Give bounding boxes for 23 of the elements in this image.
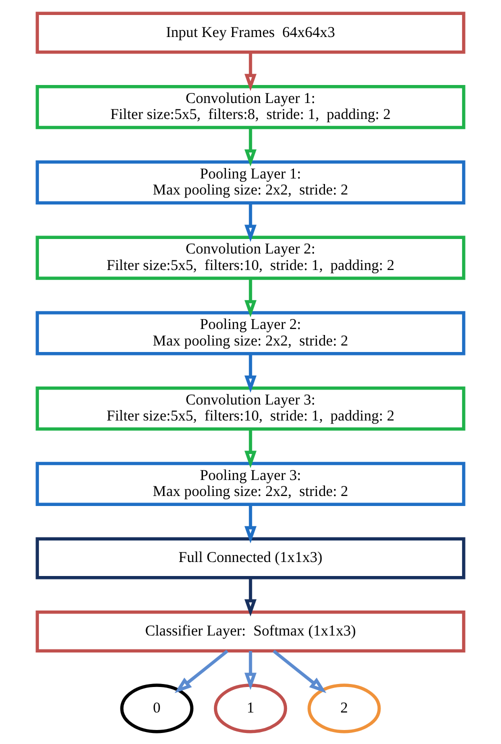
node-ellipse: 1 xyxy=(214,683,288,733)
arrow xyxy=(244,504,257,543)
node-box: Pooling Layer 1: Max pooling size: 2x2, stride: 2 xyxy=(36,160,466,204)
arrow xyxy=(244,52,257,91)
node-ellipse: 2 xyxy=(308,683,381,733)
node-ellipse: 0 xyxy=(120,683,194,733)
node-box: Convolution Layer 2: Filter size:5x5, filters:10, stride: 1, padding: 2 xyxy=(36,235,466,280)
arrow xyxy=(244,650,257,690)
arrow xyxy=(244,428,257,468)
node-box: Input Key Frames 64x64x3 xyxy=(36,11,466,54)
node-box: Pooling Layer 2: Max pooling size: 2x2, stride: 2 xyxy=(36,310,466,355)
node-box: Full Connected (1x1x3) xyxy=(36,536,466,579)
arrow xyxy=(272,649,326,693)
node-box: Pooling Layer 3: Max pooling size: 2x2, stride: 2 xyxy=(36,461,466,506)
arrow xyxy=(244,353,257,392)
arrow xyxy=(244,202,257,242)
node-box: Convolution Layer 1: Filter size:5x5, filters:8, stride: 1, padding: 2 xyxy=(36,84,466,129)
arrow xyxy=(244,127,257,166)
node-box: Convolution Layer 3: Filter size:5x5, filters:10, stride: 1, padding: 2 xyxy=(36,386,466,430)
node-box: Classifier Layer: Softmax (1x1x3) xyxy=(36,610,466,652)
arrow xyxy=(244,577,257,616)
arrow xyxy=(174,649,228,693)
arrow xyxy=(244,278,257,317)
